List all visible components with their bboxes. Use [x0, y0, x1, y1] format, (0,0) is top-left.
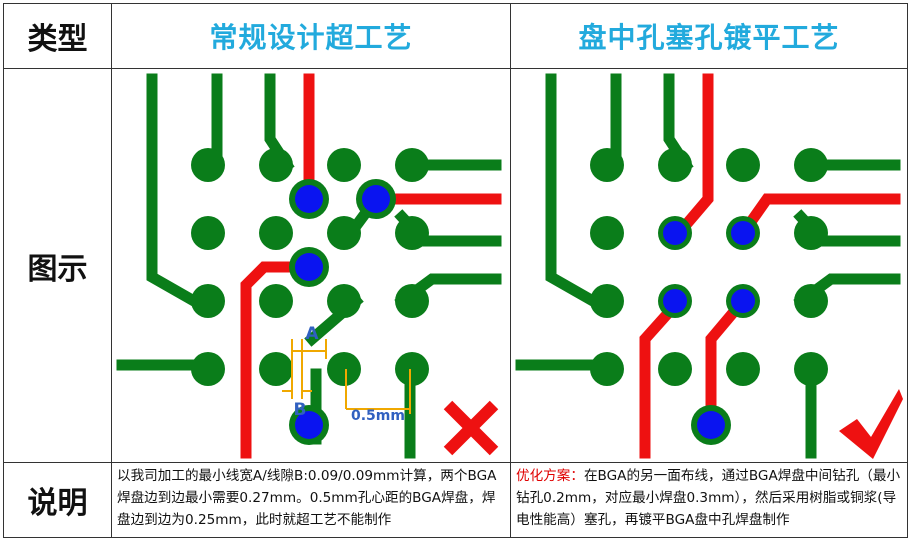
diagram2-svg: [515, 73, 903, 459]
diagram1-dimensions: [282, 339, 411, 414]
diagram1-svg: A B 0.5mm: [116, 73, 502, 459]
col2-desc-cell: 优化方案：在BGA的另一面布线，通过BGA焊盘中间钻孔（最小钻孔0.2mm，对应…: [510, 462, 908, 538]
row-desc-label: 说明: [27, 486, 88, 521]
diagram1-vias: [289, 179, 396, 445]
col1-title: 常规设计超工艺: [209, 21, 413, 54]
col1-desc-cell: 以我司加工的最小线宽A/线隙B:0.09/0.09mm计算，两个BGA焊盘边到边…: [111, 462, 511, 538]
diagram2-cell: [510, 68, 908, 463]
diagram2-vias: [658, 216, 760, 445]
col2-desc-highlight: 优化方案：: [516, 468, 584, 484]
diagram1-cell: A B 0.5mm: [111, 68, 511, 463]
header-type-cell: 类型: [3, 3, 112, 69]
header-col2-cell: 盘中孔塞孔镀平工艺: [510, 3, 908, 69]
cross-icon: [443, 400, 499, 456]
check-icon: [839, 389, 903, 459]
label-b: B: [294, 400, 307, 420]
diagram1-red-traces: [240, 73, 502, 459]
row-diagram-label: 图示: [27, 251, 88, 287]
header-col1-cell: 常规设计超工艺: [111, 3, 511, 69]
col2-title: 盘中孔塞孔镀平工艺: [578, 21, 840, 54]
pitch-label: 0.5mm: [351, 408, 405, 424]
diagram2-red-traces: [639, 73, 901, 459]
diagram1-pads: [191, 148, 429, 386]
row-diagram-header: 图示: [3, 68, 112, 463]
label-a: A: [305, 324, 319, 344]
header-type-label: 类型: [27, 22, 88, 57]
col1-desc: 以我司加工的最小线宽A/线隙B:0.09/0.09mm计算，两个BGA焊盘边到边…: [117, 468, 497, 528]
diagram2-pads: [590, 148, 828, 386]
comparison-table: 类型 常规设计超工艺 盘中孔塞孔镀平工艺 图示: [3, 3, 908, 538]
row-desc-header: 说明: [3, 462, 112, 538]
col2-desc-text: 在BGA的另一面布线，通过BGA焊盘中间钻孔（最小钻孔0.2mm，对应最小焊盘0…: [516, 468, 901, 528]
